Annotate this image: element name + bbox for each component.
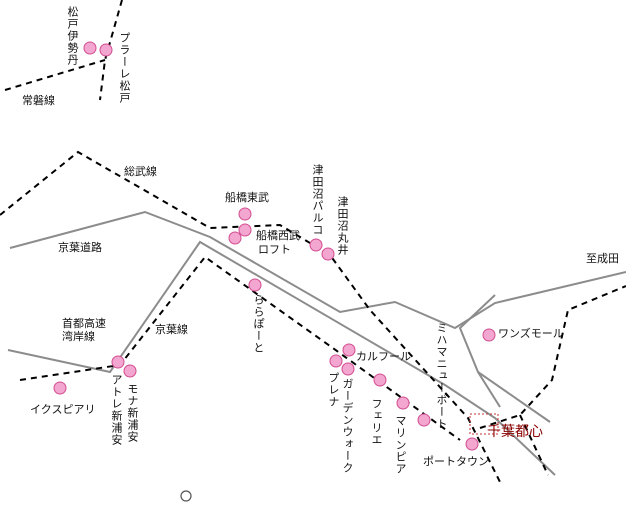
label-sobu: 総武線 [124, 165, 157, 178]
store-marker-plena[interactable] [329, 354, 343, 368]
store-marker-mihama-newport[interactable] [417, 413, 431, 427]
store-marker-loft[interactable] [228, 231, 242, 245]
shuto-wangan-road [7, 240, 556, 476]
label-mona-shinurayasu: モナ新浦安 [126, 383, 139, 443]
label-funabashi-seibu: 船橋西武 [256, 229, 300, 242]
store-marker-mona-shinurayasu[interactable] [123, 364, 137, 378]
inner-road-1 [458, 294, 501, 408]
store-marker-carrefour[interactable] [342, 343, 356, 357]
label-carrefour: カルフール [356, 350, 411, 363]
store-marker-funabashi-tobu[interactable] [238, 207, 252, 221]
label-plena: プレナ [327, 372, 340, 408]
label-mihama-newport: ミハマニューポート [435, 322, 448, 430]
store-marker-funabashi-seibu[interactable] [238, 223, 252, 237]
joban-railway [4, 59, 106, 91]
label-ikspiari: イクスピアリ [30, 403, 96, 416]
store-marker-ones-mall[interactable] [482, 328, 496, 342]
chiba-east-railway [519, 414, 549, 476]
label-tsudanuma-parco: 津田沼パルコ [311, 164, 324, 236]
label-atre-shinurayasu: アトレ新浦安 [110, 374, 123, 446]
store-marker-ferie[interactable] [373, 373, 387, 387]
store-marker-marinpia[interactable] [396, 396, 410, 410]
sobu-railway [0, 150, 501, 483]
label-lalaport: ららぽーと [252, 294, 265, 354]
store-marker-port-town[interactable] [465, 437, 479, 451]
label-port-town: ポートタウン [423, 455, 489, 468]
label-loft: ロフト [258, 243, 291, 256]
label-shuto-wangan: 首都高速 湾岸線 [62, 317, 106, 343]
store-marker-tsudanuma-marui[interactable] [321, 247, 335, 261]
store-marker-garden-walk[interactable] [341, 362, 355, 376]
store-marker-plare-matsudo[interactable] [99, 43, 113, 57]
inner-road-2 [477, 371, 551, 423]
label-to-narita: 至成田 [586, 252, 619, 265]
store-marker-ikspiari[interactable] [53, 381, 67, 395]
store-marker-atre-shinurayasu[interactable] [111, 355, 125, 369]
store-marker-lalaport[interactable] [248, 278, 262, 292]
store-marker-tsudanuma-parco[interactable] [309, 238, 323, 252]
label-ferie: フェリエ [370, 398, 383, 446]
open-circle-marker [180, 490, 192, 502]
store-marker-matsudo-isetan[interactable] [83, 41, 97, 55]
label-keiyo: 京葉線 [155, 323, 188, 336]
label-chiba-center: 千葉都心 [487, 424, 543, 440]
label-matsudo-isetan: 松戸伊勢丹 [66, 6, 79, 66]
label-tsudanuma-marui: 津田沼丸井 [336, 196, 349, 256]
label-plare-matsudo: プラーレ松戸 [118, 32, 131, 104]
label-joban: 常磐線 [22, 94, 55, 107]
to-narita-railway [479, 285, 626, 429]
chiba-center-frame [469, 413, 499, 435]
keiyo-railway [19, 255, 461, 441]
label-garden-walk: ガーデンウォーク [341, 378, 354, 474]
joban-railway-north [99, 0, 123, 101]
label-ones-mall: ワンズモール [498, 327, 564, 340]
label-funabashi-tobu: 船橋東武 [225, 191, 269, 204]
label-marinpia: マリンピア [394, 415, 407, 475]
label-keiyo-doro: 京葉道路 [58, 241, 102, 254]
